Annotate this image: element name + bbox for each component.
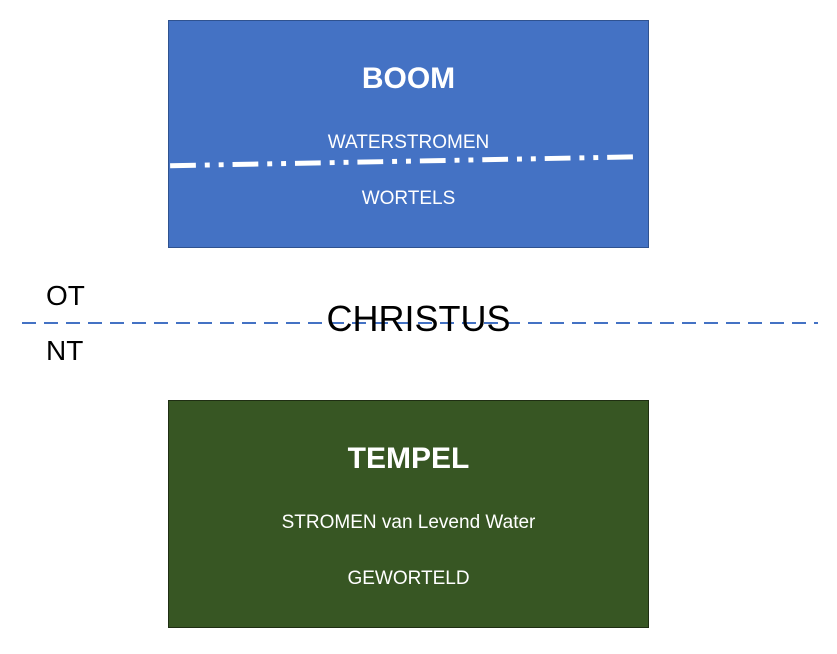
- nt-label: NT: [46, 335, 84, 366]
- stromen-levend-water-text: STROMEN van Levend Water: [281, 512, 536, 533]
- geworteld-text: GEWORTELD: [347, 568, 470, 589]
- boom-box: BOOM WATERSTROMEN WORTELS: [168, 20, 649, 248]
- inner-dash-dot-line: [170, 154, 639, 169]
- boom-title: BOOM: [361, 62, 456, 95]
- waterstromen-text: WATERSTROMEN: [327, 132, 490, 153]
- christus-label: CHRISTUS: [326, 298, 511, 339]
- ot-label: OT: [46, 280, 85, 311]
- tempel-title: TEMPEL: [347, 442, 470, 475]
- wortels-text: WORTELS: [361, 188, 456, 209]
- tempel-box: TEMPEL STROMEN van Levend Water GEWORTEL…: [168, 400, 649, 628]
